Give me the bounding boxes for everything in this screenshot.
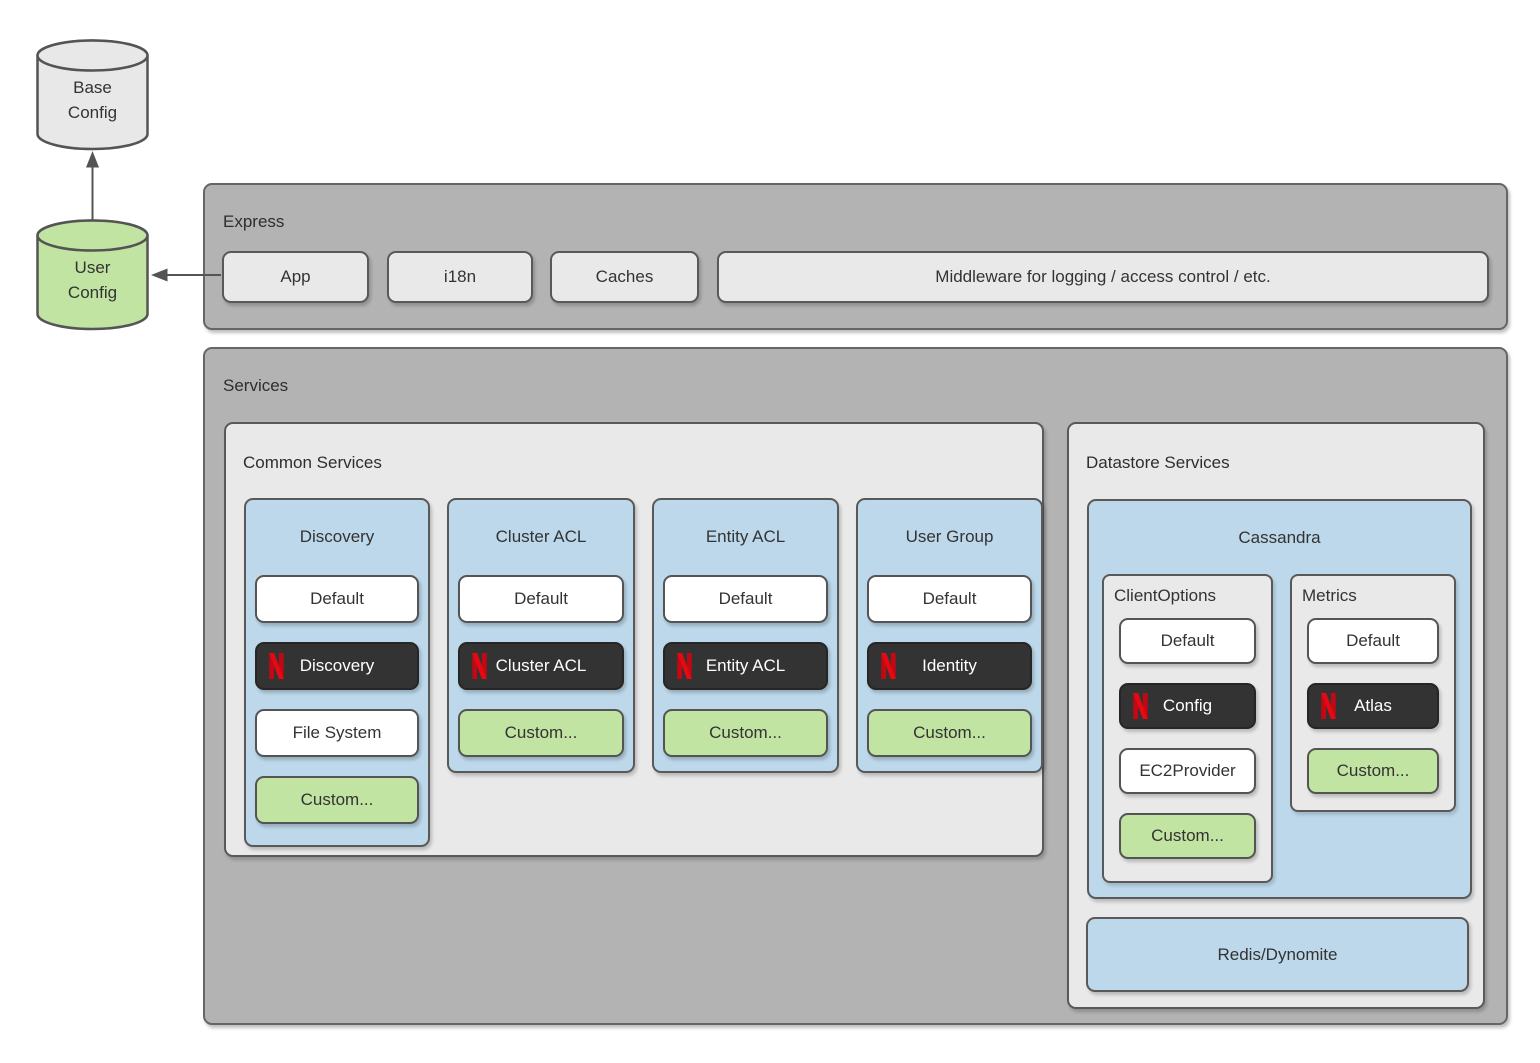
caches-label: Caches bbox=[595, 267, 654, 286]
item-label: Default bbox=[1160, 631, 1215, 650]
metrics-items: Default Atlas Custom... bbox=[1307, 618, 1439, 794]
cassandra-title: Cassandra bbox=[1238, 527, 1321, 547]
i18n-label: i18n bbox=[443, 267, 477, 286]
user-config-line2: Config bbox=[67, 283, 118, 302]
item-label: Custom... bbox=[913, 723, 986, 742]
netflix-n-icon bbox=[881, 653, 896, 679]
datastore-services-title: Datastore Services bbox=[1086, 453, 1230, 472]
arrow-user-config-to-base-config bbox=[86, 151, 99, 220]
item-label: Discovery bbox=[299, 656, 375, 675]
express-title: Express bbox=[223, 212, 285, 231]
card-discovery-title: Discovery bbox=[299, 527, 375, 546]
item-netflix-identity: Identity bbox=[867, 642, 1032, 690]
item-default: Default bbox=[458, 575, 624, 623]
card-cluster-acl-title: Cluster ACL bbox=[495, 527, 587, 546]
redis-dynomite-label: Redis/Dynomite bbox=[1217, 944, 1338, 964]
card-user-group: User Group Default Identity C bbox=[856, 498, 1043, 773]
middleware-label: Middleware for logging / access control … bbox=[935, 267, 1271, 286]
base-config-line1: Base bbox=[73, 78, 112, 98]
item-label: Default bbox=[1346, 631, 1400, 650]
item-default: Default bbox=[1307, 618, 1439, 664]
cylinder-shape-icon bbox=[36, 219, 149, 331]
card-cluster-acl: Cluster ACL Default Cluster ACL bbox=[447, 498, 635, 773]
services-container: Services Common Services Discovery Defau… bbox=[203, 347, 1508, 1025]
base-config-line2: Config bbox=[67, 103, 118, 122]
card-cassandra: Cassandra ClientOptions Default bbox=[1087, 499, 1472, 899]
card-cluster-acl-items: Default Cluster ACL Custom... bbox=[458, 575, 624, 757]
base-config-label: Base Config bbox=[35, 38, 150, 152]
item-netflix-discovery: Discovery bbox=[255, 642, 419, 690]
express-box-i18n: i18n bbox=[387, 251, 533, 303]
card-entity-acl-items: Default Entity ACL Custom... bbox=[663, 575, 828, 757]
card-entity-acl: Entity ACL Default Entity ACL bbox=[652, 498, 839, 773]
item-custom: Custom... bbox=[458, 709, 624, 757]
item-label: Custom... bbox=[504, 723, 578, 742]
item-netflix-cluster-acl: Cluster ACL bbox=[458, 642, 624, 690]
card-discovery-items: Default Discovery File System bbox=[255, 575, 419, 824]
item-label: Entity ACL bbox=[705, 656, 786, 675]
redis-dynomite-box: Redis/Dynomite bbox=[1086, 917, 1469, 992]
express-box-caches: Caches bbox=[550, 251, 699, 303]
item-custom: Custom... bbox=[663, 709, 828, 757]
item-label: Config bbox=[1162, 696, 1213, 715]
client-options-title: ClientOptions bbox=[1114, 586, 1217, 605]
item-default: Default bbox=[867, 575, 1032, 623]
item-file-system: File System bbox=[255, 709, 419, 757]
item-label: Default bbox=[310, 589, 364, 608]
item-netflix-entity-acl: Entity ACL bbox=[663, 642, 828, 690]
netflix-n-icon bbox=[472, 653, 487, 679]
metrics-title: Metrics bbox=[1302, 586, 1357, 605]
item-netflix-atlas: Atlas bbox=[1307, 683, 1439, 729]
card-discovery: Discovery Default Discovery F bbox=[244, 498, 430, 847]
item-label: Custom... bbox=[1151, 826, 1224, 845]
item-default: Default bbox=[1119, 618, 1256, 664]
netflix-n-icon bbox=[677, 653, 692, 679]
item-label: Default bbox=[718, 589, 773, 608]
card-user-group-items: Default Identity Custom... bbox=[867, 575, 1032, 757]
card-user-group-title: User Group bbox=[905, 527, 994, 546]
item-ec2provider: EC2Provider bbox=[1119, 748, 1256, 794]
netflix-n-icon bbox=[1133, 693, 1148, 719]
base-config-datastore: Base Config bbox=[35, 38, 150, 152]
express-box-app: App bbox=[222, 251, 369, 303]
card-entity-acl-title: Entity ACL bbox=[705, 527, 786, 546]
item-custom: Custom... bbox=[1307, 748, 1439, 794]
common-services-title: Common Services bbox=[243, 453, 382, 472]
item-label: Default bbox=[514, 589, 568, 608]
user-config-datastore: User Config bbox=[35, 218, 150, 332]
item-netflix-config: Config bbox=[1119, 683, 1256, 729]
user-config-label: User Config bbox=[35, 218, 150, 332]
datastore-services-panel: Datastore Services Cassandra ClientOptio… bbox=[1067, 422, 1485, 1009]
common-services-panel: Common Services Discovery Default Discov bbox=[224, 422, 1044, 857]
cylinder-shape-icon bbox=[36, 39, 149, 151]
item-custom: Custom... bbox=[255, 776, 419, 824]
express-box-middleware: Middleware for logging / access control … bbox=[717, 251, 1489, 303]
item-label: Cluster ACL bbox=[495, 656, 587, 675]
item-label: Default bbox=[922, 589, 977, 608]
item-custom: Custom... bbox=[1119, 813, 1256, 859]
services-title: Services bbox=[223, 376, 289, 395]
item-default: Default bbox=[663, 575, 828, 623]
item-label: Custom... bbox=[1336, 761, 1410, 780]
item-default: Default bbox=[255, 575, 419, 623]
group-metrics: Metrics Default Atlas bbox=[1290, 574, 1456, 812]
express-container: Express App i18n Caches Middleware for l… bbox=[203, 183, 1508, 330]
item-label: Identity bbox=[922, 656, 977, 675]
item-label: Custom... bbox=[709, 723, 782, 742]
netflix-n-icon bbox=[269, 653, 284, 679]
item-label: File System bbox=[292, 723, 382, 742]
user-config-line1: User bbox=[74, 258, 111, 278]
app-label: App bbox=[280, 267, 311, 286]
netflix-n-icon bbox=[1321, 693, 1336, 719]
item-custom: Custom... bbox=[867, 709, 1032, 757]
item-label: Atlas bbox=[1354, 696, 1392, 715]
item-label: EC2Provider bbox=[1139, 761, 1236, 780]
item-label: Custom... bbox=[300, 790, 374, 809]
group-client-options: ClientOptions Default Config bbox=[1102, 574, 1273, 883]
client-options-items: Default Config EC2Provider bbox=[1119, 618, 1256, 859]
